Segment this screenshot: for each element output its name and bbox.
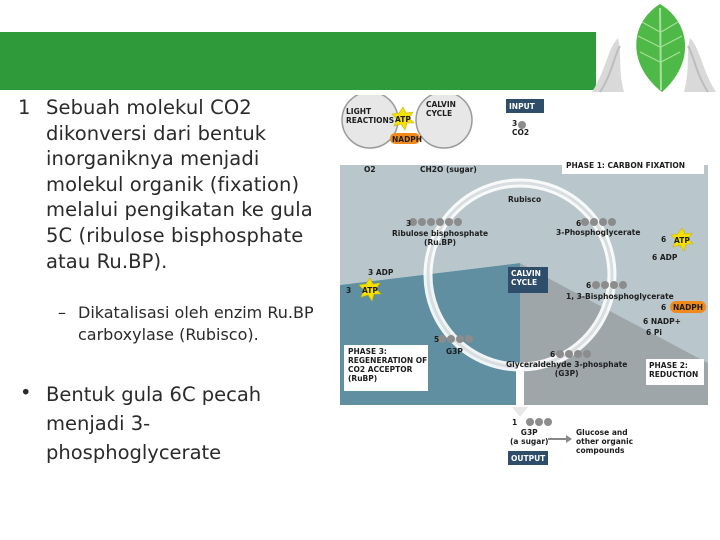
nadph6-label: NADPH — [673, 303, 704, 312]
g3p5-label: G3P — [446, 347, 463, 356]
sugar-label: CH2O (sugar) — [420, 165, 477, 174]
pga-count: 6 — [576, 219, 582, 228]
leaf-icon — [636, 4, 686, 92]
light-reactions-label: LIGHT REACTIONS — [346, 107, 395, 125]
hands-icon — [592, 38, 716, 93]
bullet-marker: • — [20, 381, 32, 404]
bpg-count: 6 — [586, 281, 592, 290]
output-label: OUTPUT — [511, 454, 546, 463]
atp-top-label: ATP — [395, 115, 411, 124]
phase2-label: PHASE 2: REDUCTION — [649, 361, 699, 379]
input-label: INPUT — [509, 102, 535, 111]
g3p5-count: 5 — [434, 335, 440, 344]
rubp-count: 3 — [406, 219, 412, 228]
atp3-count: 3 — [346, 286, 352, 295]
bullet-text-co2-fixation: Sebuah molekul CO2 dikonversi dari bentu… — [46, 96, 313, 273]
bullet-text-6c-sugar: Bentuk gula 6C pecah menjadi 3-phosphogl… — [46, 383, 262, 464]
output-count: 1 — [512, 418, 518, 427]
phase1-label: PHASE 1: CARBON FIXATION — [566, 161, 686, 170]
bullet-number: 1 — [18, 96, 31, 119]
atp6-count: 6 — [661, 235, 667, 244]
g3p6-count: 6 — [550, 350, 556, 359]
sub-bullet-text-rubisco: Dikatalisasi oleh enzim Ru.BP carboxylas… — [78, 303, 314, 344]
nadp6-label: 6 NADP+ — [643, 317, 681, 326]
calvin-cycle-diagram: LIGHT REACTIONS CALVIN CYCLE ATP NADPH O… — [340, 95, 708, 467]
rubisco-label: Rubisco — [508, 195, 542, 204]
input-co2-label: 3 CO2 — [512, 119, 530, 137]
atp6-label: ATP — [674, 236, 690, 245]
adp3-label: 3 ADP — [368, 268, 394, 277]
calvin-cycle-figure — [340, 95, 708, 467]
o2-label: O2 — [364, 165, 376, 174]
atp3-label: ATP — [362, 286, 378, 295]
sub-bullet-marker: – — [58, 303, 66, 322]
pga-label: 3-Phosphoglycerate — [556, 228, 641, 237]
phase3-label: PHASE 3: REGENERATION OF CO2 ACCEPTOR (R… — [348, 347, 428, 383]
adp6-label: 6 ADP — [652, 253, 678, 262]
output-g3p-label: G3P (a sugar) — [510, 428, 549, 446]
nadph-top-label: NADPH — [392, 135, 423, 144]
g3p6-label: Glyceraldehyde 3-phosphate (G3P) — [506, 360, 628, 378]
phase1-region — [340, 153, 708, 363]
nadph6-count: 6 — [661, 303, 667, 312]
bpg-label: 1, 3-Bisphosphoglycerate — [566, 292, 674, 301]
rubp-label: Ribulose bisphosphate (Ru.BP) — [392, 229, 489, 247]
calvin-cycle-center-label: CALVIN CYCLE — [511, 269, 541, 287]
glucose-label: Glucose and other organic compounds — [576, 428, 634, 455]
calvin-cycle-top-label: CALVIN CYCLE — [426, 100, 456, 118]
pi6-label: 6 Pi — [646, 328, 662, 337]
